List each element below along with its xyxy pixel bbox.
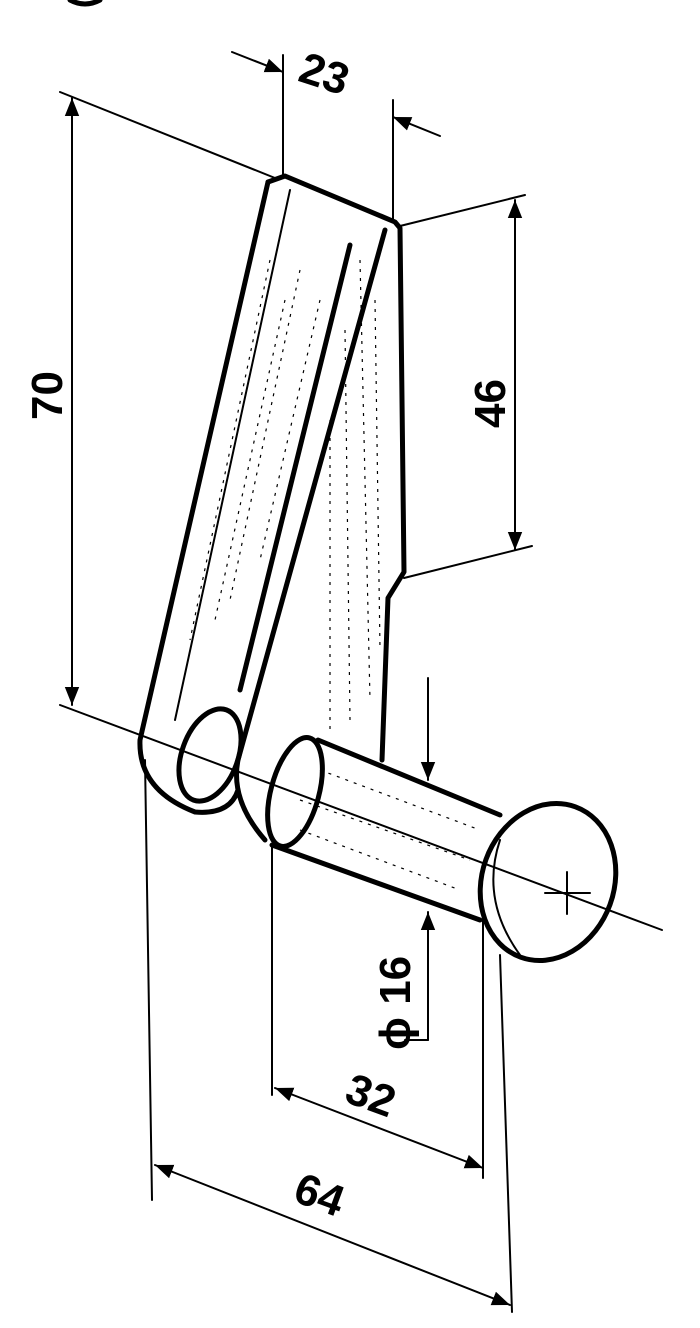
dimension-label: ϕ 16 <box>371 956 420 1050</box>
crank-arm <box>137 173 407 843</box>
dimension-label: 46 <box>466 379 515 428</box>
dimension-label: 64 <box>288 1164 351 1227</box>
center-line <box>59 704 663 931</box>
dimension-label: 70 <box>23 371 72 420</box>
dimension-70: 70 <box>23 91 276 706</box>
dimension-label: 32 <box>339 1064 402 1127</box>
knob <box>477 801 619 963</box>
crank-pin <box>265 735 619 963</box>
dimension-46: 46 <box>399 194 533 579</box>
dimension-label: 23 <box>293 43 355 105</box>
dimension-phi-16: ϕ 16 <box>371 677 436 1050</box>
dimension-64: 64 <box>144 759 513 1313</box>
cropped-fragment <box>67 0 103 7</box>
